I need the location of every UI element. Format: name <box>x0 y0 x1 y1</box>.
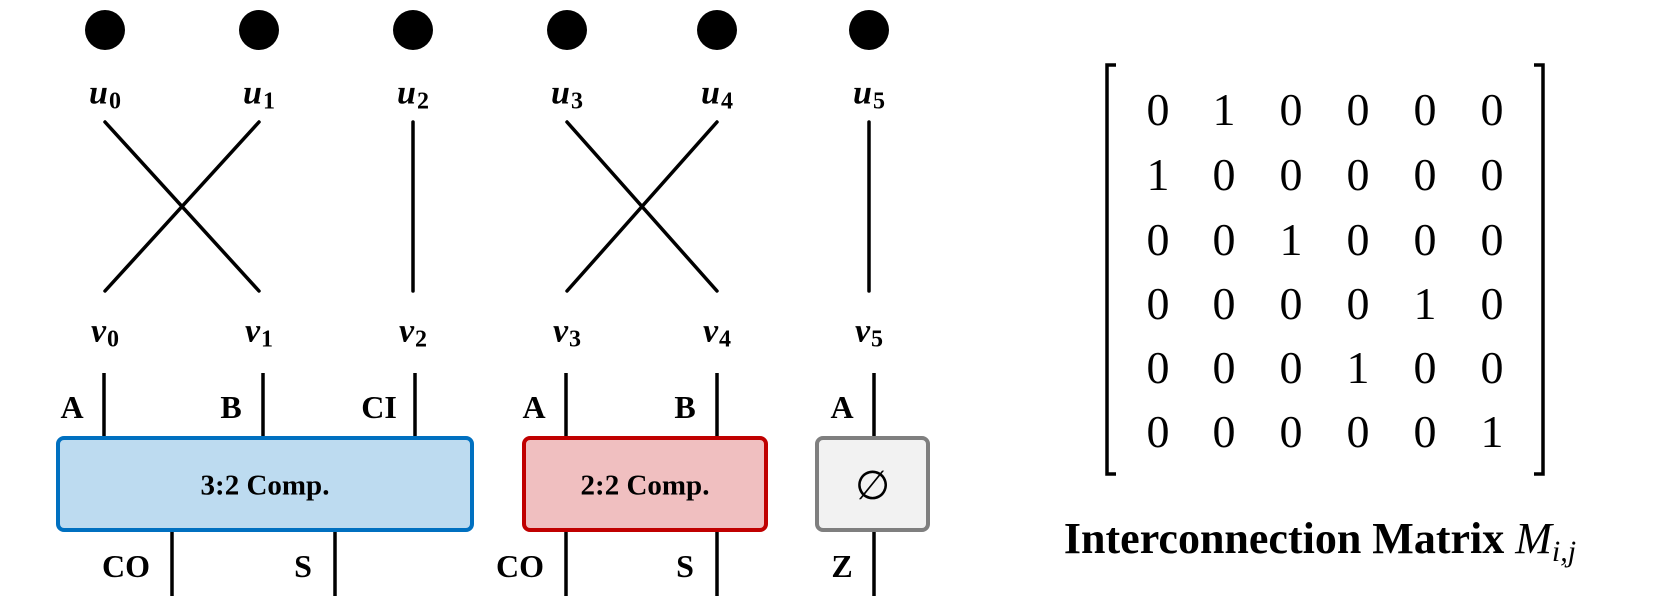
matrix-cell-3-4: 1 <box>1413 278 1437 329</box>
compressor-box-0 <box>56 436 474 532</box>
wire-u4-v3 <box>565 120 719 293</box>
input-label-u2: u2 <box>397 74 429 115</box>
matrix-cell-1-3: 0 <box>1346 149 1370 200</box>
comp-0-in-label-CI: CI <box>361 389 397 425</box>
matrix-cell-2-5: 0 <box>1480 214 1504 265</box>
matrix-cell-1-4: 0 <box>1413 149 1437 200</box>
matrix-cell-5-2: 0 <box>1279 406 1303 457</box>
matrix-cell-2-4: 0 <box>1413 214 1437 265</box>
output-label-v3: v3 <box>552 312 582 353</box>
output-label-v4: v4 <box>702 312 732 353</box>
matrix-cell-0-5: 0 <box>1480 84 1504 135</box>
matrix-cell-4-5: 0 <box>1480 342 1504 393</box>
matrix-cell-0-0: 0 <box>1146 84 1170 135</box>
matrix-cell-3-5: 0 <box>1480 278 1504 329</box>
matrix-cell-5-4: 0 <box>1413 406 1437 457</box>
matrix-cell-1-2: 0 <box>1279 149 1303 200</box>
matrix-cell-4-3: 1 <box>1346 342 1370 393</box>
matrix-cell-0-1: 1 <box>1212 84 1236 135</box>
input-label-u0: u0 <box>89 74 121 115</box>
matrix-right-bracket <box>1534 63 1545 476</box>
matrix-left-bracket <box>1105 63 1116 476</box>
input-dot-0 <box>85 10 125 50</box>
matrix-cell-2-1: 0 <box>1212 214 1236 265</box>
comp-2-out-label-Z: Z <box>831 548 853 584</box>
input-label-u4: u4 <box>701 74 733 115</box>
input-dot-4 <box>697 10 737 50</box>
comp-1-out-label-S: S <box>676 548 694 584</box>
matrix-cell-2-3: 0 <box>1346 214 1370 265</box>
matrix-cell-5-3: 0 <box>1346 406 1370 457</box>
matrix-cell-2-0: 0 <box>1146 214 1170 265</box>
matrix-cell-3-3: 0 <box>1346 278 1370 329</box>
matrix-cell-3-2: 0 <box>1279 278 1303 329</box>
wire-u1-v0 <box>103 120 261 293</box>
comp-1-in-label-A: A <box>522 389 546 425</box>
input-dot-3 <box>547 10 587 50</box>
comp-0-in-label-A: A <box>60 389 84 425</box>
input-dot-1 <box>239 10 279 50</box>
comp-1-in-label-B: B <box>674 389 696 425</box>
input-label-u5: u5 <box>853 74 885 115</box>
output-label-v5: v5 <box>854 312 884 353</box>
matrix-title-symbol: Mi,j <box>1515 514 1577 568</box>
matrix-cell-4-1: 0 <box>1212 342 1236 393</box>
input-dot-5 <box>849 10 889 50</box>
matrix-cell-5-5: 1 <box>1480 406 1504 457</box>
output-label-v2: v2 <box>398 312 428 353</box>
compressor-label-1: 2:2 Comp. <box>580 469 710 502</box>
output-label-v1: v1 <box>244 312 274 353</box>
matrix-cell-0-3: 0 <box>1346 84 1370 135</box>
matrix-cell-0-2: 0 <box>1279 84 1303 135</box>
comp-0-out-label-CO: CO <box>102 548 150 584</box>
matrix-title: Interconnection Matrix Mi,j <box>1064 517 1576 567</box>
matrix-cell-0-4: 0 <box>1413 84 1437 135</box>
matrix-cell-4-0: 0 <box>1146 342 1170 393</box>
matrix-cell-3-0: 0 <box>1146 278 1170 329</box>
output-label-v0: v0 <box>90 312 120 353</box>
comp-0-in-label-B: B <box>220 389 242 425</box>
matrix-cell-1-5: 0 <box>1480 149 1504 200</box>
matrix-cell-5-1: 0 <box>1212 406 1236 457</box>
input-dot-2 <box>393 10 433 50</box>
compressor-label-2: ∅ <box>855 463 890 509</box>
comp-1-out-label-CO: CO <box>496 548 544 584</box>
matrix-cell-1-0: 1 <box>1146 149 1170 200</box>
input-label-u1: u1 <box>243 74 275 115</box>
compressor-box-1 <box>522 436 768 532</box>
matrix-cell-1-1: 0 <box>1212 149 1236 200</box>
compressor-label-0: 3:2 Comp. <box>200 469 330 502</box>
matrix-cell-2-2: 1 <box>1279 214 1303 265</box>
matrix-cell-4-4: 0 <box>1413 342 1437 393</box>
comp-0-out-label-S: S <box>294 548 312 584</box>
input-label-u3: u3 <box>551 74 583 115</box>
comp-2-in-label-A: A <box>830 389 854 425</box>
compressor-box-2 <box>815 436 930 532</box>
matrix-cell-5-0: 0 <box>1146 406 1170 457</box>
matrix-cell-3-1: 0 <box>1212 278 1236 329</box>
matrix-cell-4-2: 0 <box>1279 342 1303 393</box>
matrix-title-text: Interconnection Matrix <box>1063 514 1505 563</box>
